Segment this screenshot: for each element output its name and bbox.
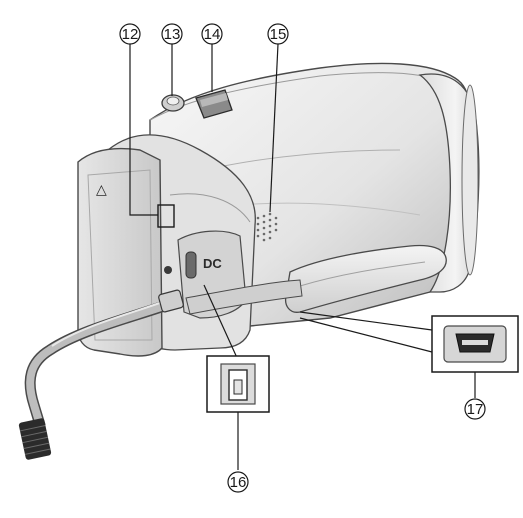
- lcd-triangle-mark: △: [96, 181, 107, 197]
- hand-strap: [185, 244, 447, 315]
- svg-text:16: 16: [230, 474, 247, 491]
- leader-lines: [129, 43, 476, 470]
- leader-17b: [299, 317, 433, 353]
- leader-16: [203, 284, 239, 361]
- dc-connector-icon: [206, 355, 270, 413]
- callouts: 12 13 14 15 16 17: [119, 23, 486, 493]
- dc-printed-label: DC: [203, 256, 222, 271]
- callout-13: 13: [161, 23, 183, 45]
- svg-text:15: 15: [270, 26, 287, 43]
- svg-text:13: 13: [164, 26, 181, 43]
- leader-15: [269, 43, 279, 213]
- callout-17: 17: [464, 398, 486, 420]
- lcd-panel: △: [77, 147, 163, 357]
- svg-text:17: 17: [467, 401, 484, 418]
- dc-cable: [18, 289, 184, 460]
- top-controls: [161, 89, 233, 119]
- svg-text:12: 12: [122, 26, 139, 43]
- callout-16: 16: [227, 471, 249, 493]
- usb-mini-connector-icon: [431, 315, 519, 373]
- callout-14: 14: [201, 23, 223, 45]
- callout-12: 12: [119, 23, 141, 45]
- cable-plug: [18, 418, 52, 460]
- speaker-grille: [256, 212, 278, 242]
- callout-15: 15: [267, 23, 289, 45]
- leader-12: [129, 44, 158, 216]
- leader-17a: [299, 311, 433, 331]
- svg-text:14: 14: [204, 26, 221, 43]
